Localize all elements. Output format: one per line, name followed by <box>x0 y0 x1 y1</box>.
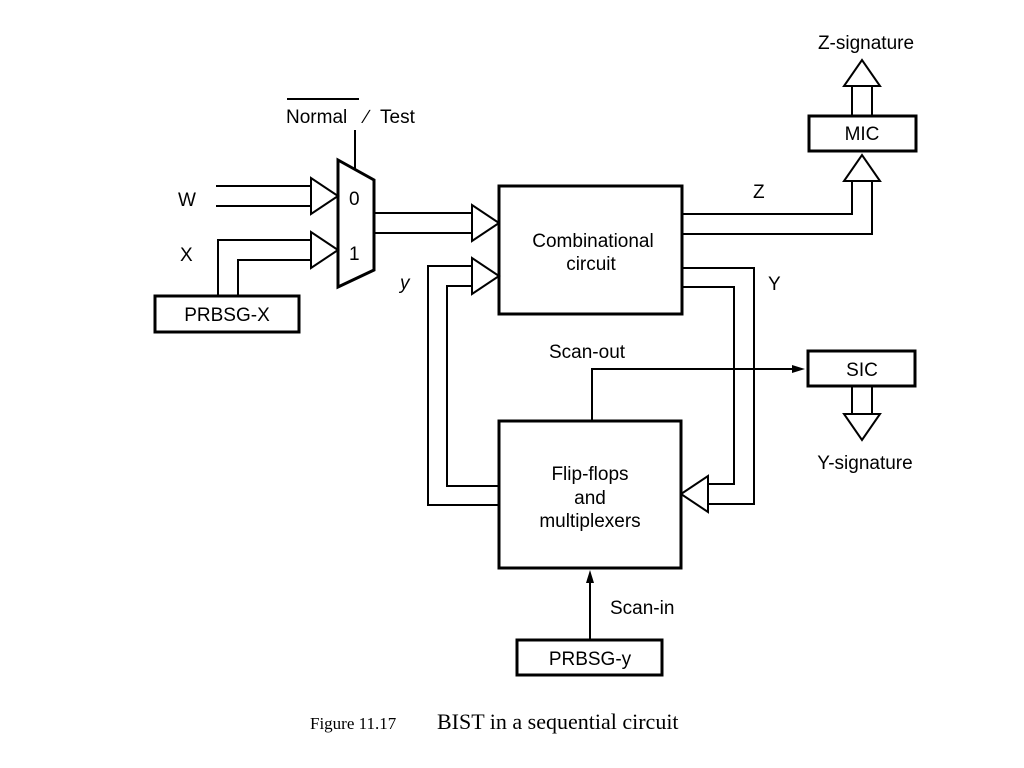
w-input-bus: W <box>178 176 340 216</box>
mux-input-1-label: 1 <box>349 244 360 265</box>
scan-in-arrowhead <box>586 570 594 583</box>
x-input-bus: X <box>180 230 340 296</box>
test-label: Test <box>380 107 416 128</box>
z-output-bus: Z <box>682 153 882 235</box>
w-label: W <box>178 190 196 211</box>
prbsg-y-label: PRBSG-y <box>549 649 632 670</box>
scan-out-label: Scan-out <box>549 342 626 363</box>
sic-label: SIC <box>846 360 878 381</box>
y-signature-bus: Y-signature <box>817 386 913 474</box>
figure-caption: Figure 11.17 BIST in a sequential circui… <box>310 709 679 734</box>
z-bus-arrowhead <box>842 153 882 182</box>
z-signature-arrowhead <box>842 58 882 87</box>
scan-in-line: Scan-in <box>586 570 674 640</box>
y-present-state-arrowhead <box>471 256 501 296</box>
scan-out-arrowhead <box>792 365 805 373</box>
y-next-state-arrowhead <box>679 474 709 514</box>
prbsg-y-block: PRBSG-y <box>515 638 664 677</box>
input-multiplexer: 0 1 <box>336 157 376 290</box>
scan-in-label: Scan-in <box>610 598 674 619</box>
w-bus-arrowhead <box>310 176 340 216</box>
and-label: and <box>574 488 606 509</box>
flipflops-label: Flip-flops <box>551 464 628 485</box>
y-upper-label: Y <box>768 274 781 295</box>
y-present-state-bus: y <box>398 256 501 506</box>
slash-separator: ∕ <box>361 107 371 128</box>
y-lower-label: y <box>398 273 411 294</box>
x-bus-arrowhead <box>310 230 340 270</box>
y-signature-arrowhead <box>842 413 882 442</box>
figure-title: BIST in a sequential circuit <box>437 709 679 734</box>
sic-block: SIC <box>806 349 917 388</box>
flipflops-block: Flip-flops and multiplexers <box>497 419 683 570</box>
mux-body <box>336 157 376 290</box>
z-signature-bus: Z-signature <box>818 33 914 116</box>
z-label: Z <box>753 182 765 203</box>
mux-output-arrowhead <box>471 203 501 243</box>
normal-label: Normal <box>286 107 347 128</box>
y-signature-label: Y-signature <box>817 453 912 474</box>
mux-input-0-label: 0 <box>349 189 360 210</box>
x-label: X <box>180 245 193 266</box>
combinational-circuit-block: Combinational circuit <box>497 184 684 316</box>
multiplexers-label: multiplexers <box>539 511 640 532</box>
circuit-label: circuit <box>566 254 616 275</box>
y-next-state-bus: Y <box>679 267 781 514</box>
mic-label: MIC <box>845 124 880 145</box>
z-signature-label: Z-signature <box>818 33 914 54</box>
scan-out-line: Scan-out <box>549 342 805 421</box>
prbsg-x-label: PRBSG-X <box>184 305 270 326</box>
prbsg-x-block: PRBSG-X <box>153 294 301 334</box>
mux-output-bus <box>374 203 501 243</box>
combinational-label: Combinational <box>532 231 653 252</box>
normal-test-control: Normal ∕ Test <box>286 98 416 170</box>
figure-number: Figure 11.17 <box>310 714 397 733</box>
mic-block: MIC <box>807 114 918 153</box>
